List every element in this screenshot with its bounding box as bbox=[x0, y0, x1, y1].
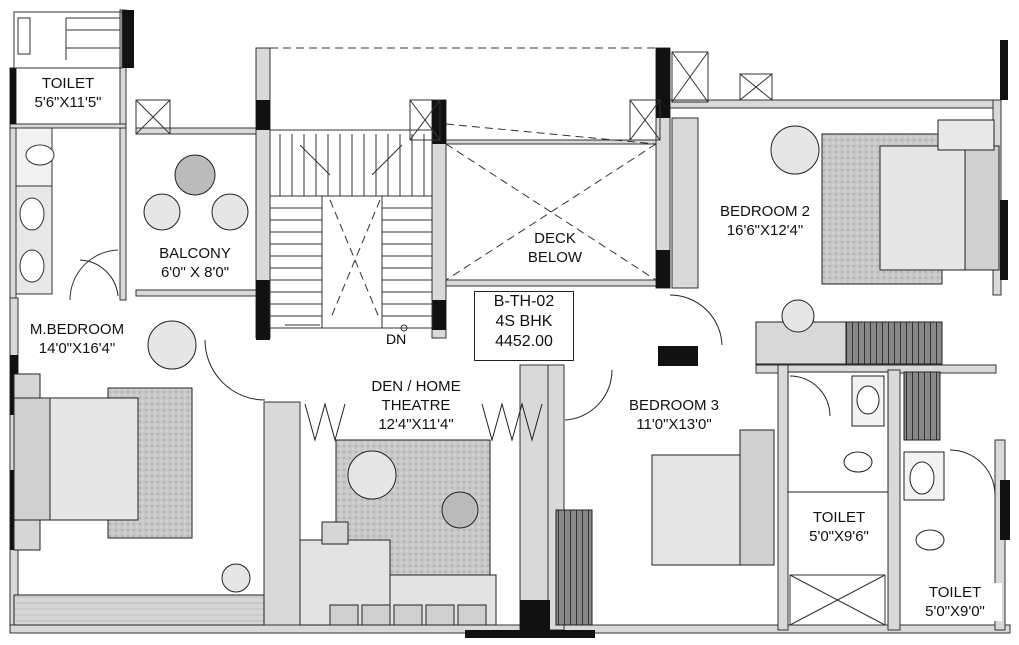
unit-code: B-TH-02 bbox=[493, 293, 555, 310]
room-dims: BELOW bbox=[527, 249, 583, 266]
room-name: TOILET bbox=[812, 509, 866, 526]
room-dims: 16'6"X12'4" bbox=[726, 222, 804, 239]
stair-down-label: DN bbox=[386, 331, 407, 347]
room-name: DECK bbox=[534, 230, 576, 247]
room-label-toilet-1: TOILET 5'6"X11'5" bbox=[18, 74, 118, 112]
room-label-den: DEN / HOME THEATRE 12'4"X11'4" bbox=[356, 377, 476, 434]
room-name: BEDROOM 2 bbox=[719, 203, 810, 220]
shafts bbox=[135, 51, 886, 626]
bedroom-2-furniture bbox=[770, 119, 1000, 285]
room-name: BEDROOM 3 bbox=[628, 397, 719, 414]
room-name: TOILET bbox=[928, 584, 982, 601]
room-name: TOILET bbox=[41, 75, 95, 92]
bedroom-3-furniture bbox=[555, 294, 943, 626]
toilet-2-3-fixtures bbox=[787, 371, 996, 551]
room-label-toilet-2: TOILET 5'0"X9'6" bbox=[794, 508, 884, 546]
room-dims: 12'4"X11'4" bbox=[378, 416, 454, 433]
den-furniture bbox=[299, 402, 543, 626]
room-label-bedroom-3: BEDROOM 3 11'0"X13'0" bbox=[614, 396, 734, 434]
room-dims: 5'0"X9'6" bbox=[809, 528, 869, 545]
unit-info-box: B-TH-02 4S BHK 4452.00 bbox=[474, 291, 574, 361]
room-dims: 5'6"X11'5" bbox=[34, 94, 102, 111]
room-dims: 11'0"X13'0" bbox=[636, 416, 712, 433]
room-name: DEN / HOME bbox=[371, 378, 461, 395]
room-label-deck: DECK BELOW bbox=[510, 229, 600, 267]
room-label-balcony: BALCONY 6'0" X 8'0" bbox=[140, 244, 250, 282]
master-bedroom-furniture bbox=[13, 259, 266, 626]
unit-area: 4452.00 bbox=[495, 333, 553, 350]
room-dims: 6'0" X 8'0" bbox=[160, 264, 230, 281]
balcony-furniture bbox=[143, 154, 249, 231]
room-dims: 14'0"X16'4" bbox=[38, 340, 116, 357]
room-name: BALCONY bbox=[159, 245, 231, 262]
unit-type: 4S BHK bbox=[495, 313, 553, 330]
open-to-below bbox=[269, 47, 657, 321]
room-label-master-bedroom: M.BEDROOM 14'0"X16'4" bbox=[18, 320, 136, 358]
room-subname: THEATRE bbox=[381, 397, 451, 414]
room-label-bedroom-2: BEDROOM 2 16'6"X12'4" bbox=[705, 202, 825, 240]
toilet-1-fixtures bbox=[15, 127, 119, 301]
room-dims: 5'0"X9'0" bbox=[925, 603, 985, 620]
room-label-toilet-3: TOILET 5'0"X9'0" bbox=[908, 583, 1002, 621]
room-name: M.BEDROOM bbox=[29, 321, 125, 338]
toilet-window bbox=[13, 11, 123, 69]
staircase bbox=[269, 129, 433, 332]
